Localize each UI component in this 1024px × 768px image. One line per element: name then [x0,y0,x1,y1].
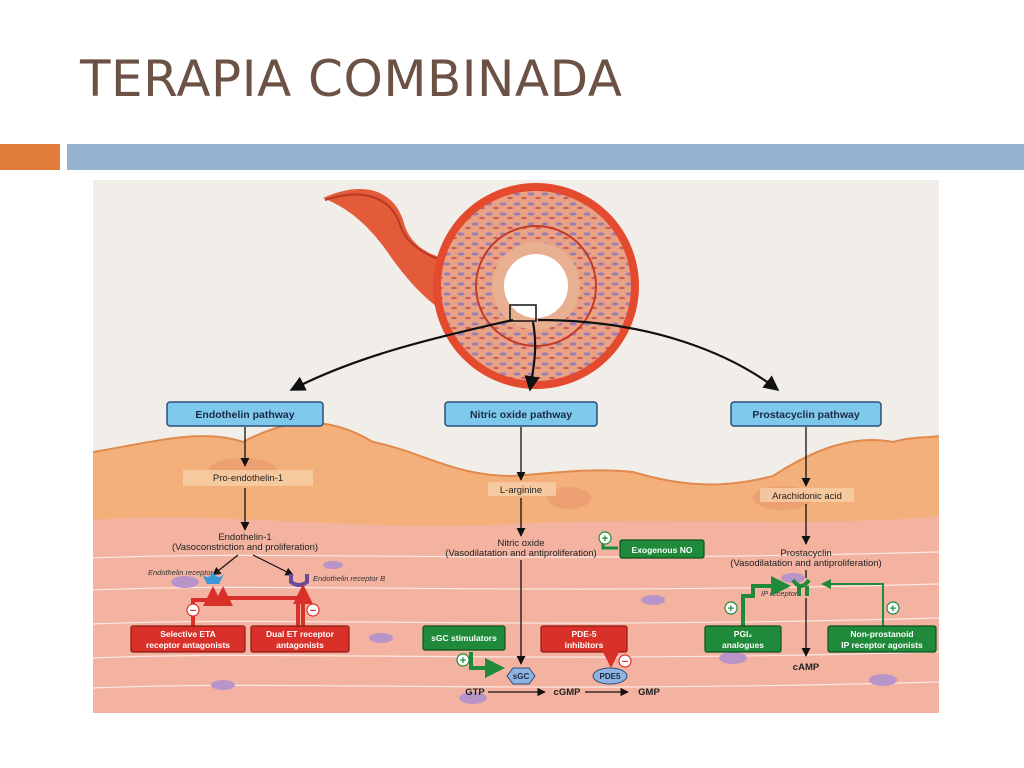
svg-text:−: − [310,605,316,617]
smooth-muscle-nucleus [641,595,665,605]
arrow-to-endothelin [289,318,514,391]
svg-text:+: + [602,533,608,545]
endothelin-pathway-title: Endothelin pathway [195,409,294,421]
endothelin-pathway-box: Endothelin pathway [166,401,324,427]
smooth-muscle-nucleus [211,680,235,690]
svg-text:IP receptor agonists: IP receptor agonists [841,640,923,650]
svg-text:Non-prostanoid: Non-prostanoid [850,629,913,639]
camp-label: cAMP [793,662,820,673]
ip-receptor-icon [791,578,811,596]
exogenous-no-box: Exogenous NO [619,539,705,559]
gtp-label: GTP [465,687,485,698]
inhibit-sign [306,603,320,617]
prostacyclin-label: Prostacyclin [780,548,831,559]
arrow-to-prostacyclin [537,318,780,391]
smooth-muscle-nucleus [369,633,393,643]
accent-bar-orange [0,144,60,170]
stimulate-sign [456,653,470,667]
pro-endothelin-label: Pro-endothelin-1 [213,473,283,484]
smooth-muscle-nucleus [459,692,487,704]
vessel-cross-section [433,183,639,389]
receptor-b-label: Endothelin receptor B [313,574,385,583]
svg-text:+: + [890,603,896,615]
l-arginine-label: L-arginine [500,485,542,496]
endothelin-1-effect: (Vasoconstriction and proliferation) [172,542,318,553]
svg-text:Selective ETA: Selective ETA [160,629,216,639]
arrow-to-nitric-oxide [524,321,540,392]
slide-title: TERAPIA COMBINADA [80,50,623,108]
nitric-oxide-effect: (Vasodilatation and antiproliferation) [445,548,596,559]
sgc-enzyme: sGC [506,667,536,685]
svg-text:−: − [622,656,628,668]
smooth-muscle-nucleus [719,652,747,664]
smooth-muscle-nucleus [171,576,199,588]
selective-eta-box: Selective ETA receptor antagonists [130,625,246,653]
smooth-muscle-nucleus [869,674,897,686]
pgi2-analogues-box: PGI₂ analogues [704,625,782,653]
svg-text:Dual ET receptor: Dual ET receptor [266,629,335,639]
svg-text:receptor antagonists: receptor antagonists [146,640,230,650]
endothelin-1-label: Endothelin-1 [218,532,271,543]
svg-text:Exogenous NO: Exogenous NO [632,545,693,555]
svg-text:sGC: sGC [513,672,530,681]
svg-text:PDE5: PDE5 [600,672,621,681]
nitric-oxide-pathway-box: Nitric oxide pathway [444,401,598,427]
smooth-muscle-layer [93,516,939,713]
endothelial-nucleus [547,487,591,509]
svg-text:+: + [460,655,466,667]
prostacyclin-pathway-box: Prostacyclin pathway [730,401,882,427]
prostacyclin-pathway-title: Prostacyclin pathway [752,409,860,421]
smooth-muscle-nucleus [323,561,343,569]
sgc-stimulators-box: sGC stimulators [422,625,506,651]
arachidonic-acid-label: Arachidonic acid [772,491,842,502]
pde5-inhibitors-box: PDE-5 inhibitors [540,625,628,653]
svg-text:+: + [728,603,734,615]
receptor-a-label: Endothelin receptor A [148,568,220,577]
pde5-enzyme: PDE5 [592,667,628,685]
inhibit-sign [186,603,200,617]
non-prostanoid-box: Non-prostanoid IP receptor agonists [827,625,937,653]
pah-pathways-diagram: Endothelin pathway Pro-endothelin-1 Endo… [93,180,939,713]
svg-text:inhibitors: inhibitors [565,640,604,650]
gmp-label: GMP [638,687,660,698]
dual-et-box: Dual ET receptor antagonists [250,625,350,653]
svg-text:antagonists: antagonists [276,640,324,650]
receptor-a-icon [201,572,225,584]
svg-text:PDE-5: PDE-5 [571,629,596,639]
stimulate-sign [598,531,612,545]
svg-text:sGC stimulators: sGC stimulators [431,633,497,643]
inhibit-sign [618,654,632,668]
stimulate-sign [724,601,738,615]
nitric-oxide-pathway-title: Nitric oxide pathway [470,409,572,421]
prostacyclin-effect: (Vasodilatation and antiproliferation) [730,558,881,569]
stimulate-sign [886,601,900,615]
nitric-oxide-label: Nitric oxide [498,538,545,549]
svg-text:analogues: analogues [722,640,764,650]
svg-text:PGI₂: PGI₂ [734,629,753,639]
ip-receptor-label: IP receptor [761,589,798,598]
accent-bar-blue [67,144,1024,170]
cgmp-label: cGMP [554,687,582,698]
svg-text:−: − [190,605,196,617]
